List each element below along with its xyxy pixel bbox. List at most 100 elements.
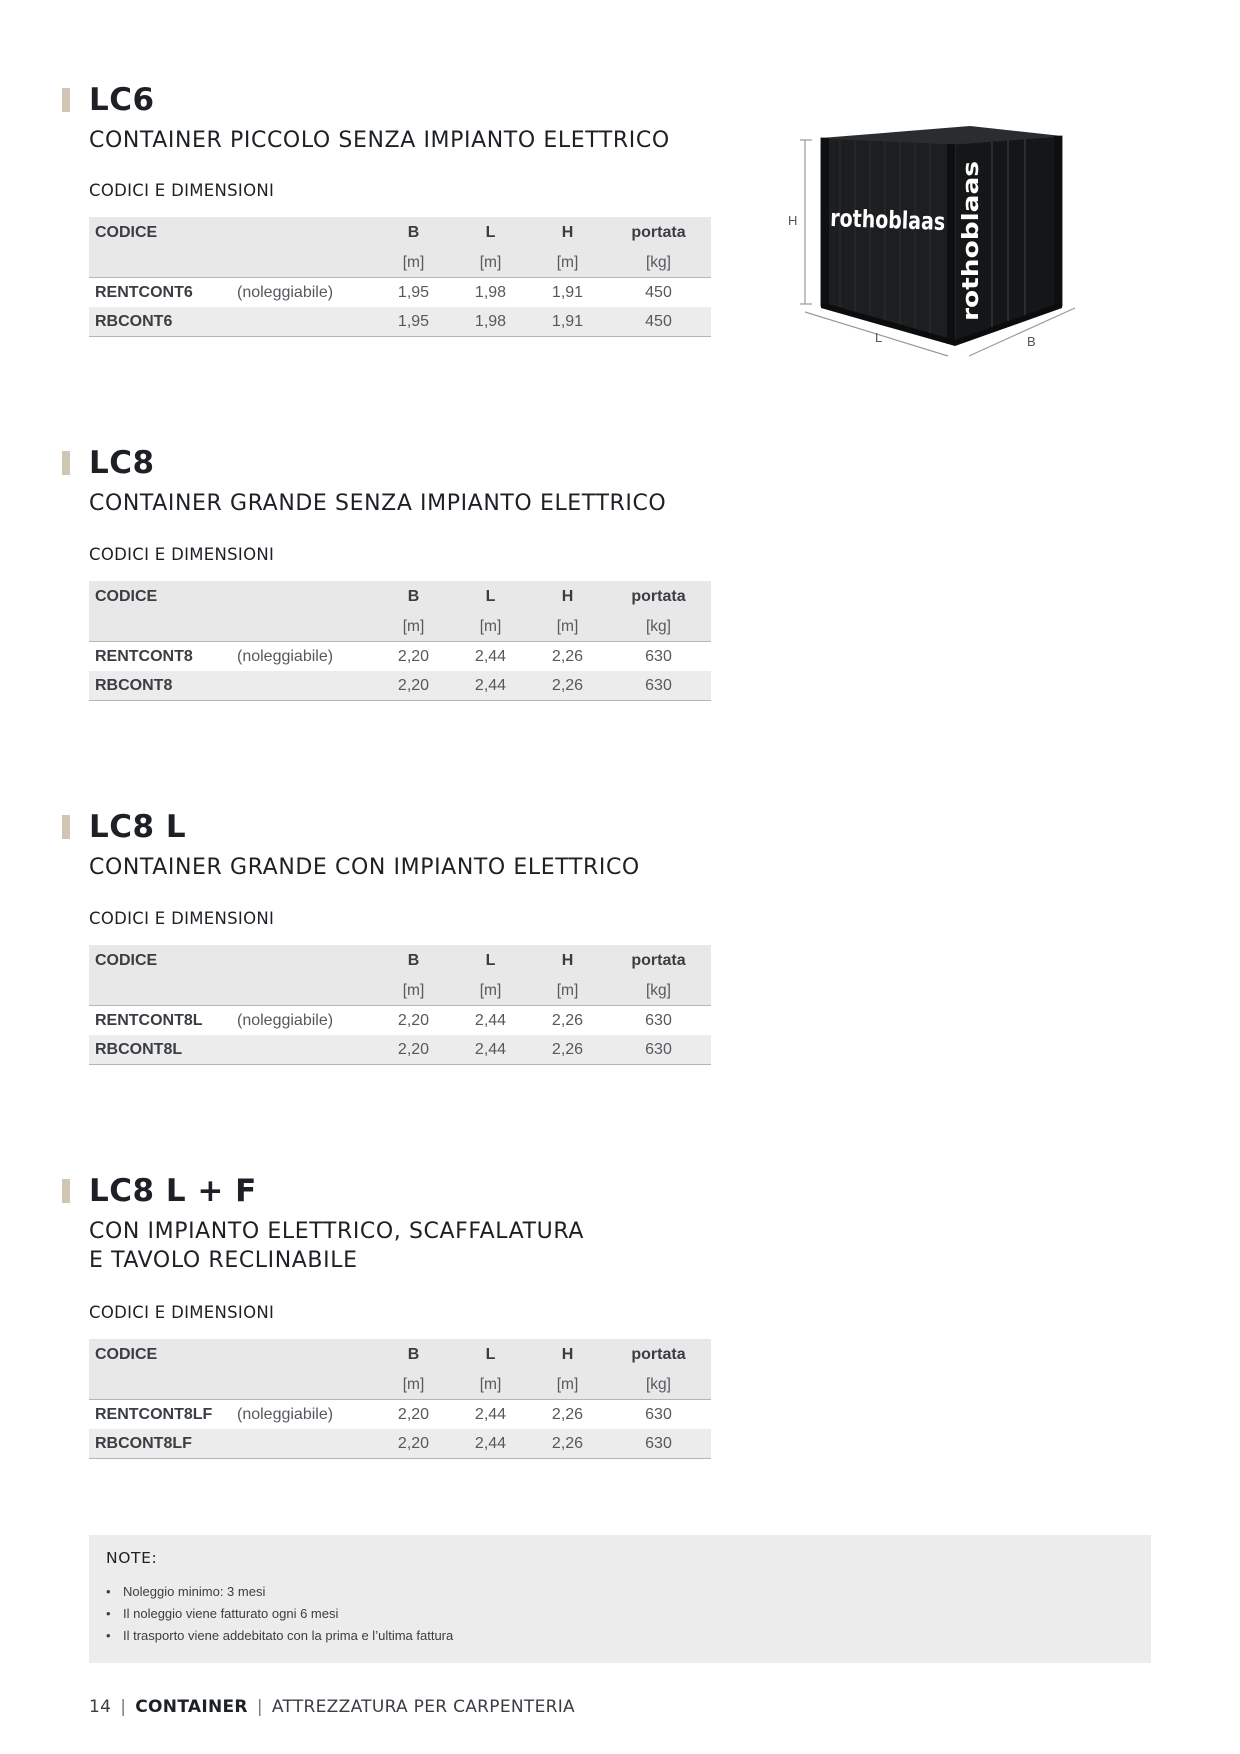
list-item: Il noleggio viene fatturato ogni 6 mesi — [106, 1603, 453, 1625]
table-row: RBCONT6 1,95 1,98 1,91 450 — [89, 307, 711, 337]
cell-l: 2,44 — [452, 641, 529, 671]
cell-b: 2,20 — [375, 1005, 452, 1035]
cell-l: 2,44 — [452, 1399, 529, 1429]
header-portata: portata — [606, 1339, 711, 1370]
cell-h: 2,26 — [529, 671, 606, 701]
section-subtitle: CON IMPIANTO ELETTRICO, SCAFFALATURA E T… — [89, 1219, 584, 1273]
spec-table: CODICE B L H portata [m] [m] [m] [kg] RE… — [89, 581, 711, 701]
table-header-row: CODICE B L H portata — [89, 1339, 711, 1370]
header-code: CODICE — [89, 945, 237, 976]
cell-b: 2,20 — [375, 1399, 452, 1429]
cell-code: RBCONT8 — [89, 671, 237, 701]
header-code: CODICE — [89, 217, 237, 248]
footer-category: ATTREZZATURA PER CARPENTERIA — [271, 1697, 575, 1717]
header-h: H — [529, 1339, 606, 1370]
header-h: H — [529, 581, 606, 612]
section-title: LC8 L — [89, 809, 187, 845]
cell-portata: 450 — [606, 307, 711, 337]
section-marker — [62, 815, 70, 839]
footer-separator: | — [256, 1697, 263, 1717]
cell-note: (noleggiabile) — [237, 1399, 375, 1429]
dims-label: CODICI E DIMENSIONI — [89, 181, 275, 200]
header-portata: portata — [606, 217, 711, 248]
unit-b: [m] — [375, 976, 452, 1006]
header-l: L — [452, 1339, 529, 1370]
section-title: LC8 L + F — [89, 1173, 257, 1209]
unit-h: [m] — [529, 1370, 606, 1400]
section-marker — [62, 1179, 70, 1203]
spec-table: CODICE B L H portata [m] [m] [m] [kg] RE… — [89, 1339, 711, 1459]
cell-note — [237, 307, 375, 337]
cell-h: 2,26 — [529, 641, 606, 671]
header-b: B — [375, 945, 452, 976]
header-portata: portata — [606, 581, 711, 612]
cell-code: RENTCONT8L — [89, 1005, 237, 1035]
header-l: L — [452, 945, 529, 976]
table-row: RBCONT8LF 2,20 2,44 2,26 630 — [89, 1429, 711, 1459]
spec-table: CODICE B L H portata [m] [m] [m] [kg] RE… — [89, 945, 711, 1065]
list-item: Noleggio minimo: 3 mesi — [106, 1581, 453, 1603]
page-footer: 14 | CONTAINER | ATTREZZATURA PER CARPENTERI… — [89, 1697, 575, 1717]
cell-l: 2,44 — [452, 1429, 529, 1459]
notes-box: NOTE: Noleggio minimo: 3 mesi Il noleggi… — [89, 1535, 1151, 1663]
unit-l: [m] — [452, 976, 529, 1006]
cell-l: 2,44 — [452, 1005, 529, 1035]
header-l: L — [452, 581, 529, 612]
dims-label: CODICI E DIMENSIONI — [89, 909, 275, 928]
unit-l: [m] — [452, 1370, 529, 1400]
cell-code: RBCONT8LF — [89, 1429, 237, 1459]
table-units-row: [m] [m] [m] [kg] — [89, 612, 711, 642]
header-l: L — [452, 217, 529, 248]
unit-l: [m] — [452, 248, 529, 278]
cell-l: 2,44 — [452, 1035, 529, 1065]
dim-b-label: B — [1027, 334, 1036, 349]
cell-code: RBCONT8L — [89, 1035, 237, 1065]
brand-side: rothoblaas — [959, 161, 984, 321]
table-units-row: [m] [m] [m] [kg] — [89, 1370, 711, 1400]
cell-note: (noleggiabile) — [237, 277, 375, 307]
cell-portata: 450 — [606, 277, 711, 307]
cell-portata: 630 — [606, 1399, 711, 1429]
cell-code: RENTCONT8LF — [89, 1399, 237, 1429]
cell-portata: 630 — [606, 641, 711, 671]
dim-l-label: L — [875, 330, 882, 345]
cell-b: 2,20 — [375, 671, 452, 701]
table-header-row: CODICE B L H portata — [89, 945, 711, 976]
dims-label: CODICI E DIMENSIONI — [89, 545, 275, 564]
table-row: RENTCONT8 (noleggiabile) 2,20 2,44 2,26 … — [89, 641, 711, 671]
cell-b: 2,20 — [375, 641, 452, 671]
header-code: CODICE — [89, 1339, 237, 1370]
cell-h: 2,26 — [529, 1429, 606, 1459]
unit-h: [m] — [529, 612, 606, 642]
table-units-row: [m] [m] [m] [kg] — [89, 976, 711, 1006]
section-marker — [62, 88, 70, 112]
footer-section: CONTAINER — [135, 1697, 248, 1717]
notes-title: NOTE: — [106, 1549, 158, 1567]
table-units-row: [m] [m] [m] [kg] — [89, 248, 711, 278]
cell-h: 2,26 — [529, 1035, 606, 1065]
cell-h: 2,26 — [529, 1005, 606, 1035]
cell-b: 2,20 — [375, 1429, 452, 1459]
unit-b: [m] — [375, 612, 452, 642]
section-subtitle: CONTAINER PICCOLO SENZA IMPIANTO ELETTRI… — [89, 128, 670, 153]
page-number: 14 — [89, 1697, 112, 1717]
unit-portata: [kg] — [606, 612, 711, 642]
dims-label: CODICI E DIMENSIONI — [89, 1303, 275, 1322]
header-b: B — [375, 217, 452, 248]
cell-l: 1,98 — [452, 277, 529, 307]
spec-table: CODICE B L H portata [m] [m] [m] [kg] RE… — [89, 217, 711, 337]
footer-separator: | — [120, 1697, 127, 1717]
cell-portata: 630 — [606, 1035, 711, 1065]
cell-portata: 630 — [606, 1429, 711, 1459]
cell-h: 1,91 — [529, 277, 606, 307]
table-row: RENTCONT8LF (noleggiabile) 2,20 2,44 2,2… — [89, 1399, 711, 1429]
unit-h: [m] — [529, 976, 606, 1006]
unit-portata: [kg] — [606, 248, 711, 278]
cell-l: 1,98 — [452, 307, 529, 337]
unit-b: [m] — [375, 1370, 452, 1400]
cell-code: RBCONT6 — [89, 307, 237, 337]
unit-h: [m] — [529, 248, 606, 278]
brand-front: rothoblaas — [830, 204, 946, 236]
table-header-row: CODICE B L H portata — [89, 217, 711, 248]
notes-list: Noleggio minimo: 3 mesi Il noleggio vien… — [106, 1581, 453, 1647]
